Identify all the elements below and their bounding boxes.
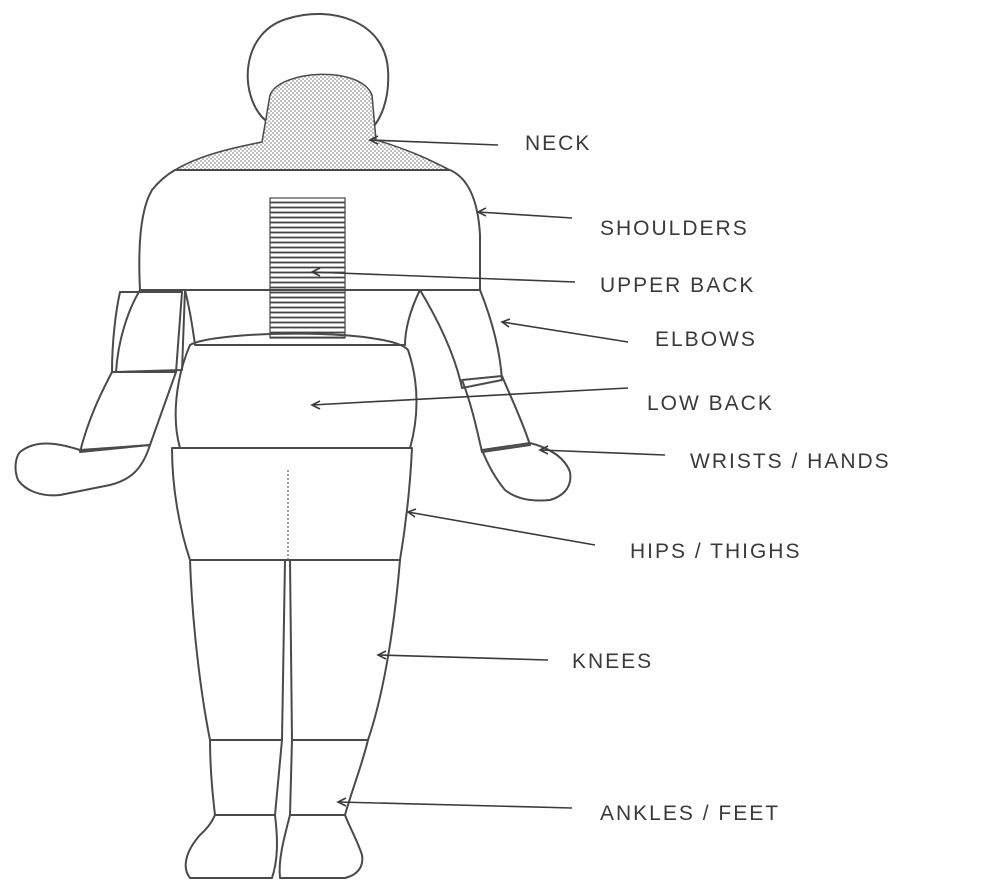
neck-region xyxy=(175,74,450,170)
label-ankles-feet: ANKLES / FEET xyxy=(600,802,780,825)
label-neck: NECK xyxy=(525,132,591,155)
label-low-back: LOW BACK xyxy=(647,392,774,415)
low-back-region xyxy=(176,334,417,448)
right-ankle-region xyxy=(290,740,368,815)
arrow-ankles-feet xyxy=(338,802,572,808)
label-wrists-hands: WRISTS / HANDS xyxy=(690,450,891,473)
arrow-wrists-hands xyxy=(540,450,665,455)
arrow-knees xyxy=(378,655,548,660)
label-shoulders: SHOULDERS xyxy=(600,217,749,240)
arrow-shoulders xyxy=(478,212,572,218)
left-ankle-region xyxy=(210,740,282,815)
label-elbows: ELBOWS xyxy=(655,328,757,351)
region-labels: NECK SHOULDERS UPPER BACK ELBOWS LOW BAC… xyxy=(525,132,891,825)
arrow-upper-back xyxy=(312,272,575,282)
arrow-hips-thighs xyxy=(408,512,595,545)
left-forearm-wrist xyxy=(80,372,176,452)
left-knee-region xyxy=(190,560,285,740)
human-figure-back-view xyxy=(16,14,571,878)
right-hand xyxy=(482,443,570,501)
right-forearm-wrist xyxy=(462,376,530,452)
label-upper-back: UPPER BACK xyxy=(600,274,755,297)
right-elbow-region xyxy=(420,290,502,388)
hips-thighs-region xyxy=(172,448,412,560)
arrow-elbows xyxy=(502,322,628,342)
label-hips-thighs: HIPS / THIGHS xyxy=(630,540,801,563)
left-foot xyxy=(186,815,277,878)
right-knee-region xyxy=(290,560,400,740)
right-foot xyxy=(280,815,363,878)
upper-back-region xyxy=(270,198,345,338)
left-upper-arm xyxy=(116,290,185,372)
label-knees: KNEES xyxy=(572,650,653,673)
